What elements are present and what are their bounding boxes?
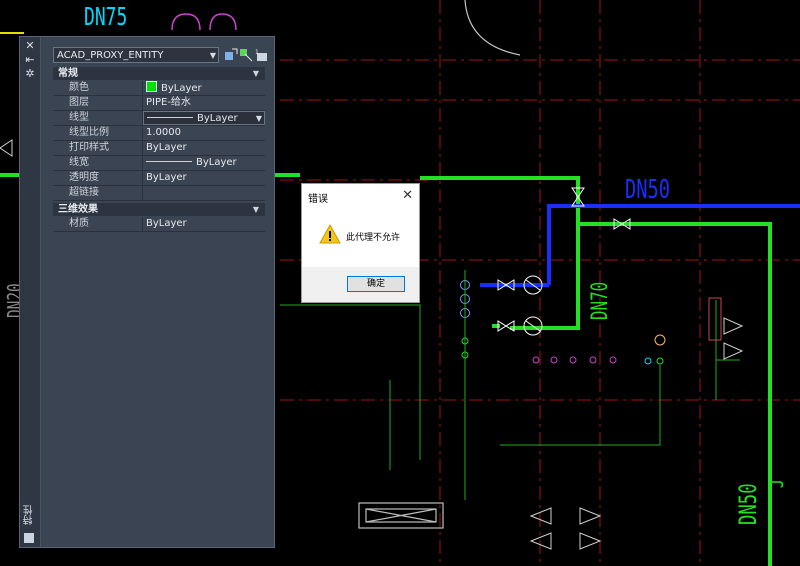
magenta-fragment	[171, 13, 237, 31]
property-key: 颜色	[53, 81, 143, 95]
section-3d-effects[interactable]: 三维效果 ▼	[53, 203, 265, 216]
property-value[interactable]	[143, 186, 265, 200]
section-general[interactable]: 常规 ▼	[53, 67, 265, 80]
settings-icon[interactable]: ✲	[25, 67, 35, 80]
pin-icon[interactable]: ⇤	[25, 53, 35, 66]
close-icon[interactable]: ✕	[402, 188, 413, 203]
ok-button[interactable]: 确定	[347, 276, 405, 292]
property-row-material[interactable]: 材质 ByLayer	[53, 217, 265, 232]
palette-side-strip: ✕ ⇤ ✲ 特性	[20, 37, 41, 547]
property-key: 超链接	[53, 186, 143, 200]
wall-arc	[464, 0, 521, 56]
section-title: 常规	[58, 68, 78, 79]
property-value[interactable]: ByLayer	[146, 172, 187, 183]
chevron-down-icon: ▼	[252, 69, 259, 78]
toggle-pickadd-icon[interactable]: 1	[254, 48, 268, 62]
lineweight-sample	[146, 161, 192, 162]
chevron-down-icon: ▼	[252, 205, 259, 214]
quick-select-icon[interactable]	[224, 48, 238, 62]
property-row-layer[interactable]: 图层 PIPE-给水	[53, 96, 265, 111]
linetype-dropdown[interactable]: ByLayer▼	[143, 111, 265, 125]
property-value[interactable]: 1.0000	[146, 127, 181, 138]
error-dialog: 错误 ✕ 此代理不允许 确定	[301, 183, 420, 303]
property-key: 透明度	[53, 171, 143, 185]
palette-title: 特性	[24, 505, 35, 525]
label-dn50-bottom: DN50	[734, 483, 762, 525]
property-row-hyperlink[interactable]: 超链接	[53, 186, 265, 201]
property-row-plot-style[interactable]: 打印样式 ByLayer	[53, 141, 265, 156]
label-dn70: DN70	[588, 281, 613, 320]
linetype-sample	[147, 117, 193, 118]
property-row-color[interactable]: 颜色 ByLayer	[53, 81, 265, 96]
svg-text:1: 1	[255, 49, 259, 56]
property-value[interactable]: ByLayer	[146, 142, 187, 153]
tank-symbol	[358, 502, 444, 529]
property-row-linetype[interactable]: 线型 ByLayer▼	[53, 111, 265, 126]
section-title: 三维效果	[58, 204, 98, 215]
property-row-transparency[interactable]: 透明度 ByLayer	[53, 171, 265, 186]
label-dn50-top: DN50	[625, 175, 671, 205]
close-icon[interactable]: ✕	[25, 39, 35, 52]
property-value[interactable]: ByLayer	[143, 81, 265, 95]
water-pipes	[0, 173, 772, 566]
valves	[497, 187, 631, 336]
label-dn75: DN75	[84, 2, 128, 31]
property-key: 线型	[53, 111, 143, 125]
dialog-title: 错误	[308, 194, 328, 205]
sprinkler-symbols	[0, 139, 744, 550]
property-key: 图层	[53, 96, 143, 110]
property-key: 线宽	[53, 156, 143, 170]
chevron-down-icon: ▼	[209, 51, 216, 60]
property-value[interactable]: ByLayer	[146, 218, 187, 229]
property-value[interactable]: ByLayer	[143, 156, 265, 170]
property-key: 线型比例	[53, 126, 143, 140]
property-grid: 常规 ▼ 颜色 ByLayer 图层 PIPE-给水 线型 ByLayer▼ 线…	[53, 67, 265, 232]
dialog-body: 此代理不允许	[302, 210, 419, 267]
properties-palette[interactable]: ✕ ⇤ ✲ 特性 ACAD_PROXY_ENTITY ▼ 1 常规 ▼ 颜色 B…	[19, 36, 275, 548]
color-swatch	[146, 81, 157, 92]
dialog-titlebar[interactable]: 错误 ✕	[302, 184, 419, 210]
leader-lines	[280, 270, 740, 500]
warning-icon	[319, 224, 341, 244]
object-type-dropdown[interactable]: ACAD_PROXY_ENTITY ▼	[53, 47, 219, 63]
object-type-value: ACAD_PROXY_ENTITY	[57, 50, 164, 61]
select-objects-icon[interactable]	[239, 48, 253, 62]
dialog-message: 此代理不允许	[346, 233, 401, 243]
property-row-lineweight[interactable]: 线宽 ByLayer	[53, 156, 265, 171]
palette-logo-icon	[24, 533, 34, 543]
property-key: 材质	[53, 217, 143, 231]
label-j: J	[764, 479, 788, 488]
chevron-down-icon: ▼	[255, 114, 262, 123]
property-key: 打印样式	[53, 141, 143, 155]
property-row-linetype-scale[interactable]: 线型比例 1.0000	[53, 126, 265, 141]
property-value[interactable]: PIPE-给水	[146, 97, 191, 108]
